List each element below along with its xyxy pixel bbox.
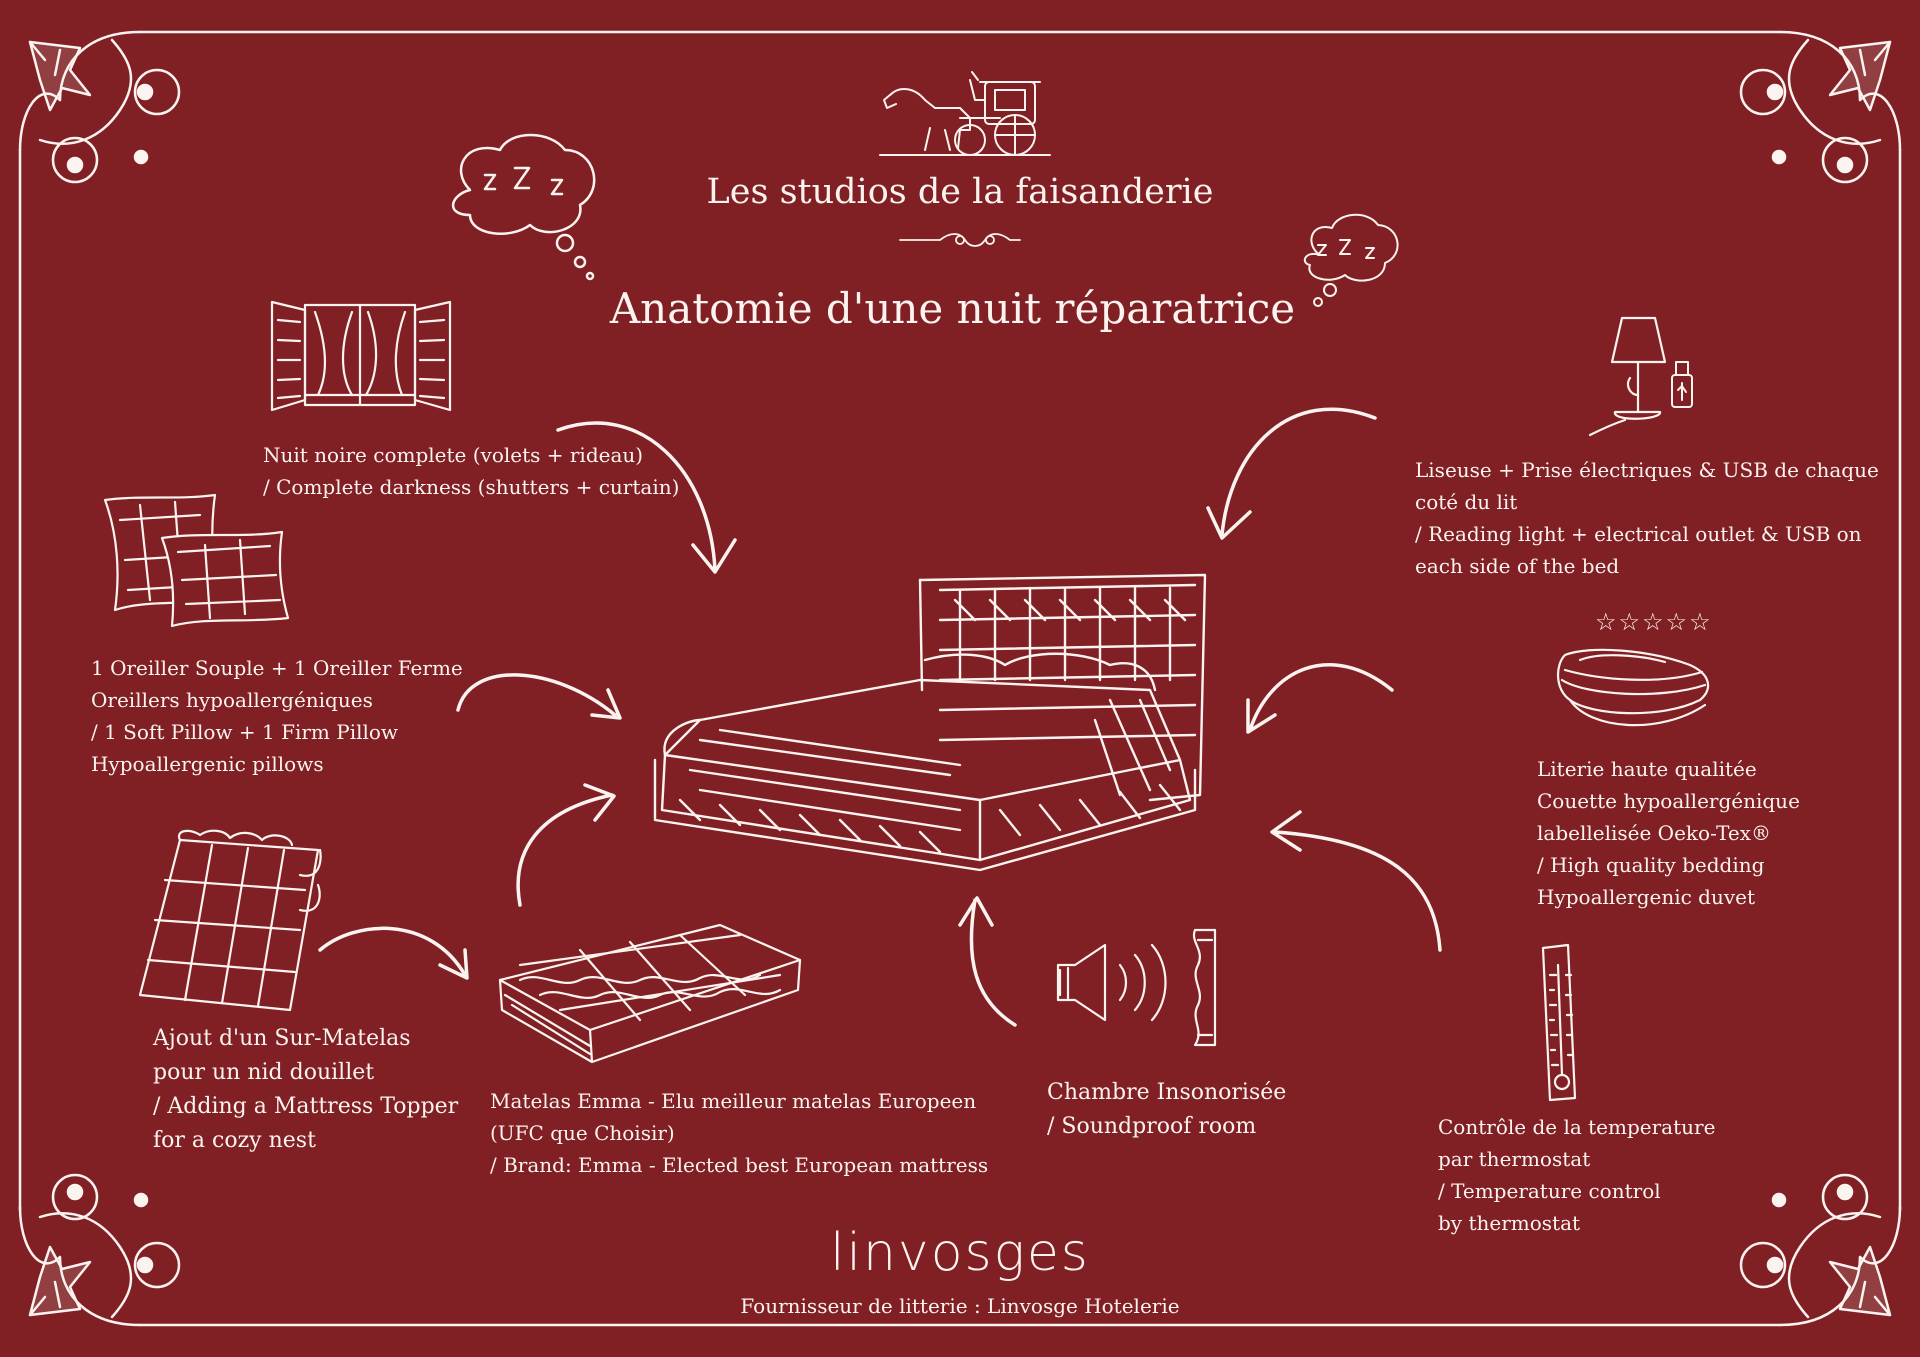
horse-carriage-icon bbox=[879, 71, 1051, 156]
brand-name: Les studios de la faisanderie bbox=[706, 172, 1214, 212]
arrows bbox=[318, 407, 1442, 1027]
arrow-bedding bbox=[1246, 663, 1394, 734]
sleep-bubble-icon bbox=[451, 133, 596, 281]
bed-icon bbox=[653, 573, 1207, 872]
acoustic-panel-icon bbox=[1192, 928, 1217, 1047]
arrow-topper bbox=[318, 926, 469, 980]
folded-blanket-icon bbox=[1557, 648, 1710, 727]
speaker-icon bbox=[1056, 943, 1167, 1022]
linvosges-logo: linvosges bbox=[830, 1223, 1090, 1283]
thermometer-icon bbox=[1541, 943, 1577, 1102]
arrow-temperature bbox=[1270, 810, 1442, 952]
caption-pillows: 1 Oreiller Souple + 1 Oreiller Ferme Ore… bbox=[91, 656, 463, 776]
arrow-mattress bbox=[516, 783, 616, 907]
page-title: Anatomie d'une nuit réparatrice bbox=[609, 284, 1296, 333]
caption-mattress: Matelas Emma - Elu meilleur matelas Euro… bbox=[490, 1089, 989, 1177]
supplier-line: Fournisseur de litterie : Linvosge Hotel… bbox=[740, 1294, 1180, 1318]
caption-soundproof: Chambre Insonorisée / Soundproof room bbox=[1047, 1080, 1287, 1139]
corner-ornament bbox=[1739, 30, 1902, 184]
corner-ornament bbox=[18, 1173, 181, 1327]
mattress-icon bbox=[498, 923, 802, 1064]
window-shutters-icon bbox=[270, 300, 452, 412]
duvet-topper-icon bbox=[138, 829, 322, 1012]
arrow-reading-light bbox=[1206, 407, 1377, 540]
corner-ornament bbox=[1739, 1173, 1902, 1327]
caption-temperature: Contrôle de la temperature par thermosta… bbox=[1438, 1115, 1716, 1235]
caption-bedding: Literie haute qualitée Couette hypoaller… bbox=[1537, 757, 1800, 909]
bedside-lamp-icon bbox=[1588, 316, 1667, 437]
usb-key-icon bbox=[1671, 361, 1693, 408]
pillows-icon bbox=[103, 493, 290, 628]
caption-darkness: Nuit noire complete (volets + rideau) / … bbox=[263, 443, 680, 499]
arrow-soundproof bbox=[958, 896, 1017, 1027]
arrow-darkness bbox=[556, 421, 737, 574]
corner-ornament bbox=[18, 30, 181, 184]
sleep-bubble-icon bbox=[1303, 213, 1399, 307]
caption-reading-light: Liseuse + Prise électriques & USB de cha… bbox=[1415, 458, 1879, 578]
caption-topper: Ajout d'un Sur-Matelas pour un nid douil… bbox=[153, 1026, 459, 1153]
rating-stars: ☆☆☆☆☆ bbox=[1595, 608, 1713, 636]
arrow-pillows bbox=[456, 673, 622, 720]
ornamental-frame bbox=[18, 30, 1902, 1327]
flourish-divider bbox=[899, 233, 1021, 247]
